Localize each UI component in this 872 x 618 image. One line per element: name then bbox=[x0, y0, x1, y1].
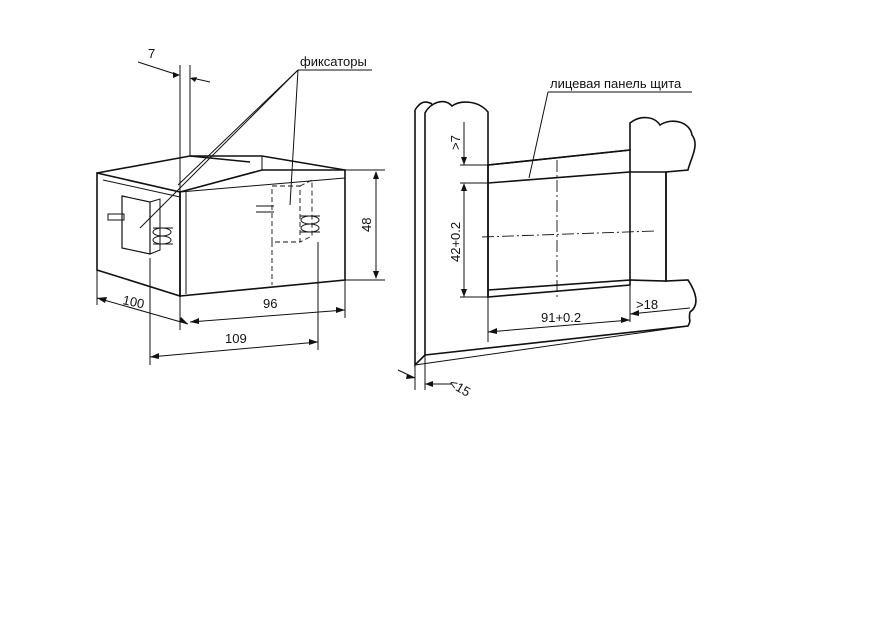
front-panel-label: лицевая панель щита bbox=[550, 76, 682, 91]
right-latch bbox=[256, 179, 320, 285]
panel-drawing bbox=[397, 91, 697, 390]
left-latch bbox=[107, 195, 173, 255]
dim-cutout-width: 91+0.2 bbox=[541, 310, 581, 325]
dim-flange-thickness: 7 bbox=[148, 46, 155, 61]
device-front-bezel bbox=[179, 169, 346, 297]
latches-label: фиксаторы bbox=[300, 54, 367, 69]
dim-front-width: 96 bbox=[263, 296, 277, 311]
dim-front-height: 48 bbox=[359, 218, 374, 232]
device-drawing bbox=[96, 61, 385, 365]
dim-panel-min-side: >18 bbox=[636, 297, 658, 312]
dim-panel-max-thickness: <15 bbox=[447, 376, 474, 400]
dim-total-depth: 109 bbox=[225, 331, 247, 346]
panel-front bbox=[424, 100, 697, 356]
panel-cutout bbox=[487, 149, 667, 298]
dim-panel-min-top: >7 bbox=[448, 135, 463, 150]
dim-cutout-height: 42+0.2 bbox=[448, 222, 463, 262]
dim-body-depth: 100 bbox=[121, 292, 145, 311]
